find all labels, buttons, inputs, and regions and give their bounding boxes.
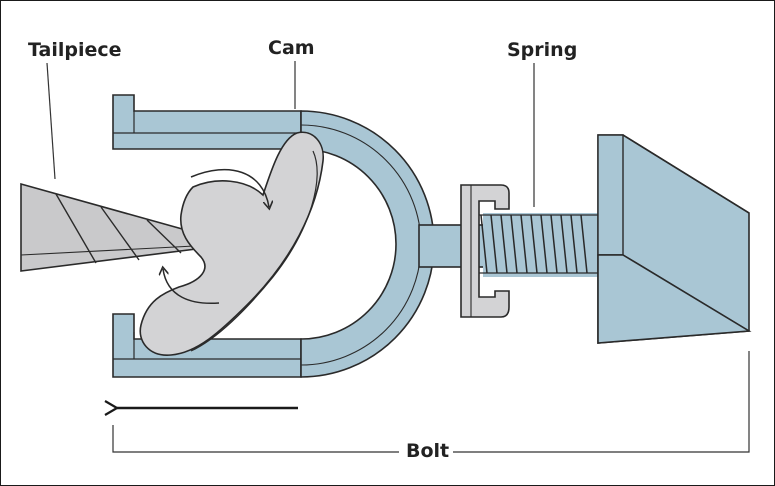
spring — [479, 213, 598, 277]
tailpiece-label: Tailpiece — [28, 39, 122, 61]
bolt-top-arm — [112, 94, 302, 150]
cam-rotation-arrow-bottom — [163, 269, 220, 305]
cam-label: Cam — [268, 37, 315, 59]
tailpiece-leader-line — [46, 62, 56, 180]
cam-rotation-arrow-top — [190, 168, 269, 207]
spring-label: Spring — [507, 39, 578, 61]
bolt-label: Bolt — [402, 442, 454, 461]
spring-collar — [460, 184, 510, 318]
bolt-bracket-left — [112, 425, 399, 453]
tailpiece — [20, 182, 237, 272]
bolt-wedge-block — [597, 134, 752, 344]
bolt-bracket-right — [451, 351, 750, 453]
